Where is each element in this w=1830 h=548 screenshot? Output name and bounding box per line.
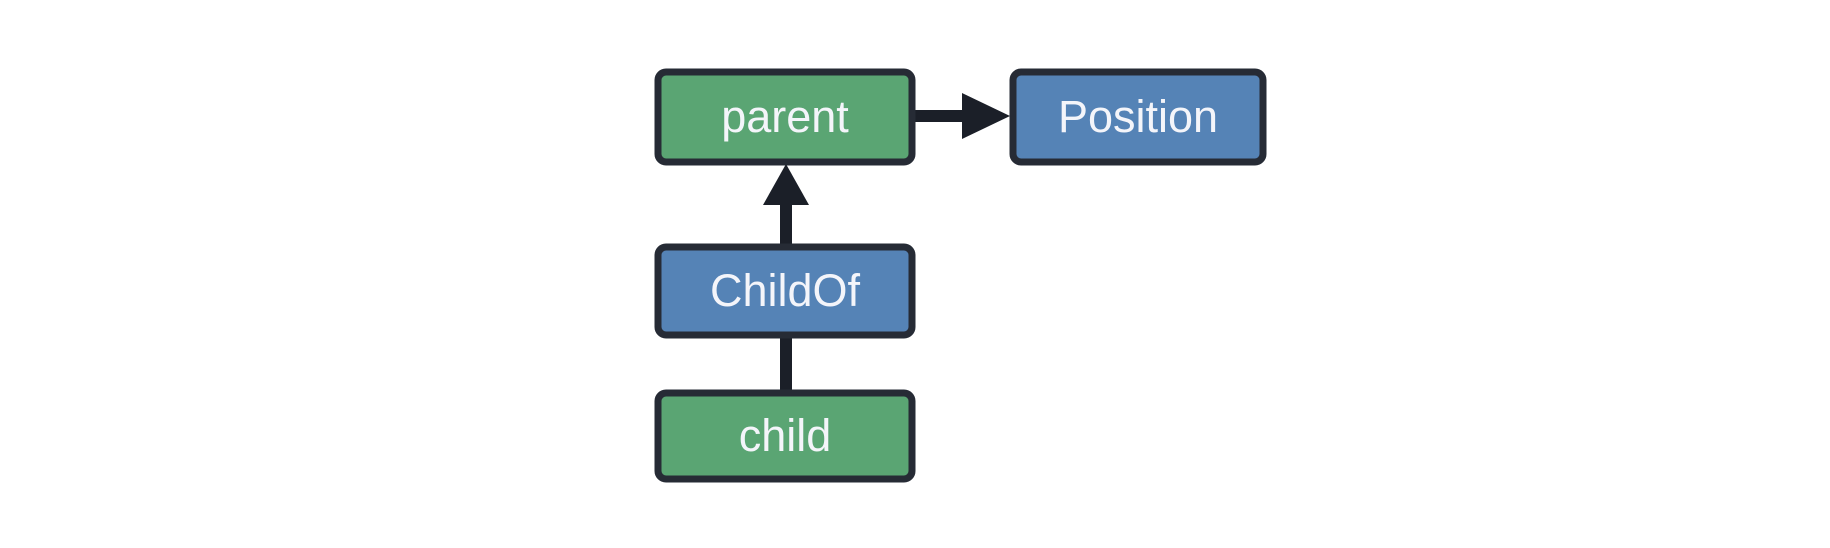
node-position-label: Position bbox=[1058, 91, 1218, 142]
edge-childof-to-parent bbox=[763, 164, 809, 250]
arrowhead-up-icon bbox=[763, 164, 809, 205]
node-parent-box bbox=[654, 68, 916, 166]
node-childof-label: ChildOf bbox=[710, 265, 861, 316]
node-child: child bbox=[654, 389, 916, 483]
node-childof-box bbox=[654, 243, 916, 339]
node-child-box bbox=[654, 389, 916, 483]
edge-parent-to-position bbox=[908, 93, 1010, 139]
node-parent-label: parent bbox=[721, 91, 849, 142]
node-childof: ChildOf bbox=[654, 243, 916, 339]
node-parent: parent bbox=[654, 68, 916, 166]
arrowhead-right-icon bbox=[962, 93, 1010, 139]
node-child-label: child bbox=[739, 410, 832, 461]
node-position-box bbox=[1009, 68, 1267, 166]
node-position: Position bbox=[1009, 68, 1267, 166]
